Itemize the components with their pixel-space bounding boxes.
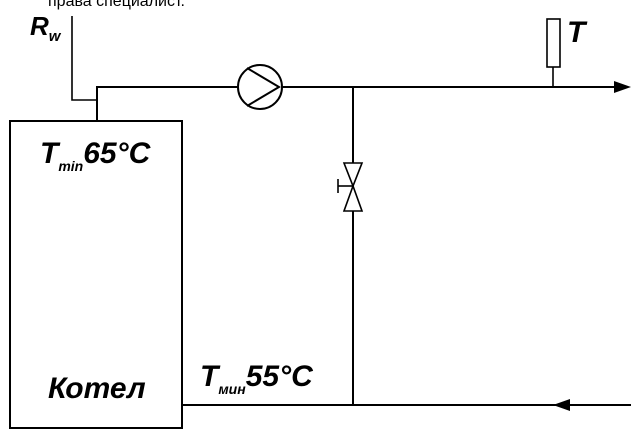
header-cutoff-text: права специалист. (48, 0, 185, 10)
boiler-body (9, 120, 183, 429)
return-arrow-icon (553, 399, 570, 411)
tmin-top-label: Tmin65°C (40, 137, 152, 174)
pump-icon (237, 64, 283, 110)
boiler-label: Котел (48, 372, 146, 405)
rw-label: Rw (30, 11, 62, 45)
three-way-valve-icon (337, 162, 364, 212)
tmin-bottom-label: Tмин55°C (200, 360, 314, 397)
sensor-t-label: T (567, 16, 588, 49)
supply-arrow-icon (614, 81, 631, 93)
rw-probe-line (71, 16, 98, 121)
supply-pipe-left (96, 86, 238, 121)
temperature-sensor-icon (546, 18, 561, 87)
